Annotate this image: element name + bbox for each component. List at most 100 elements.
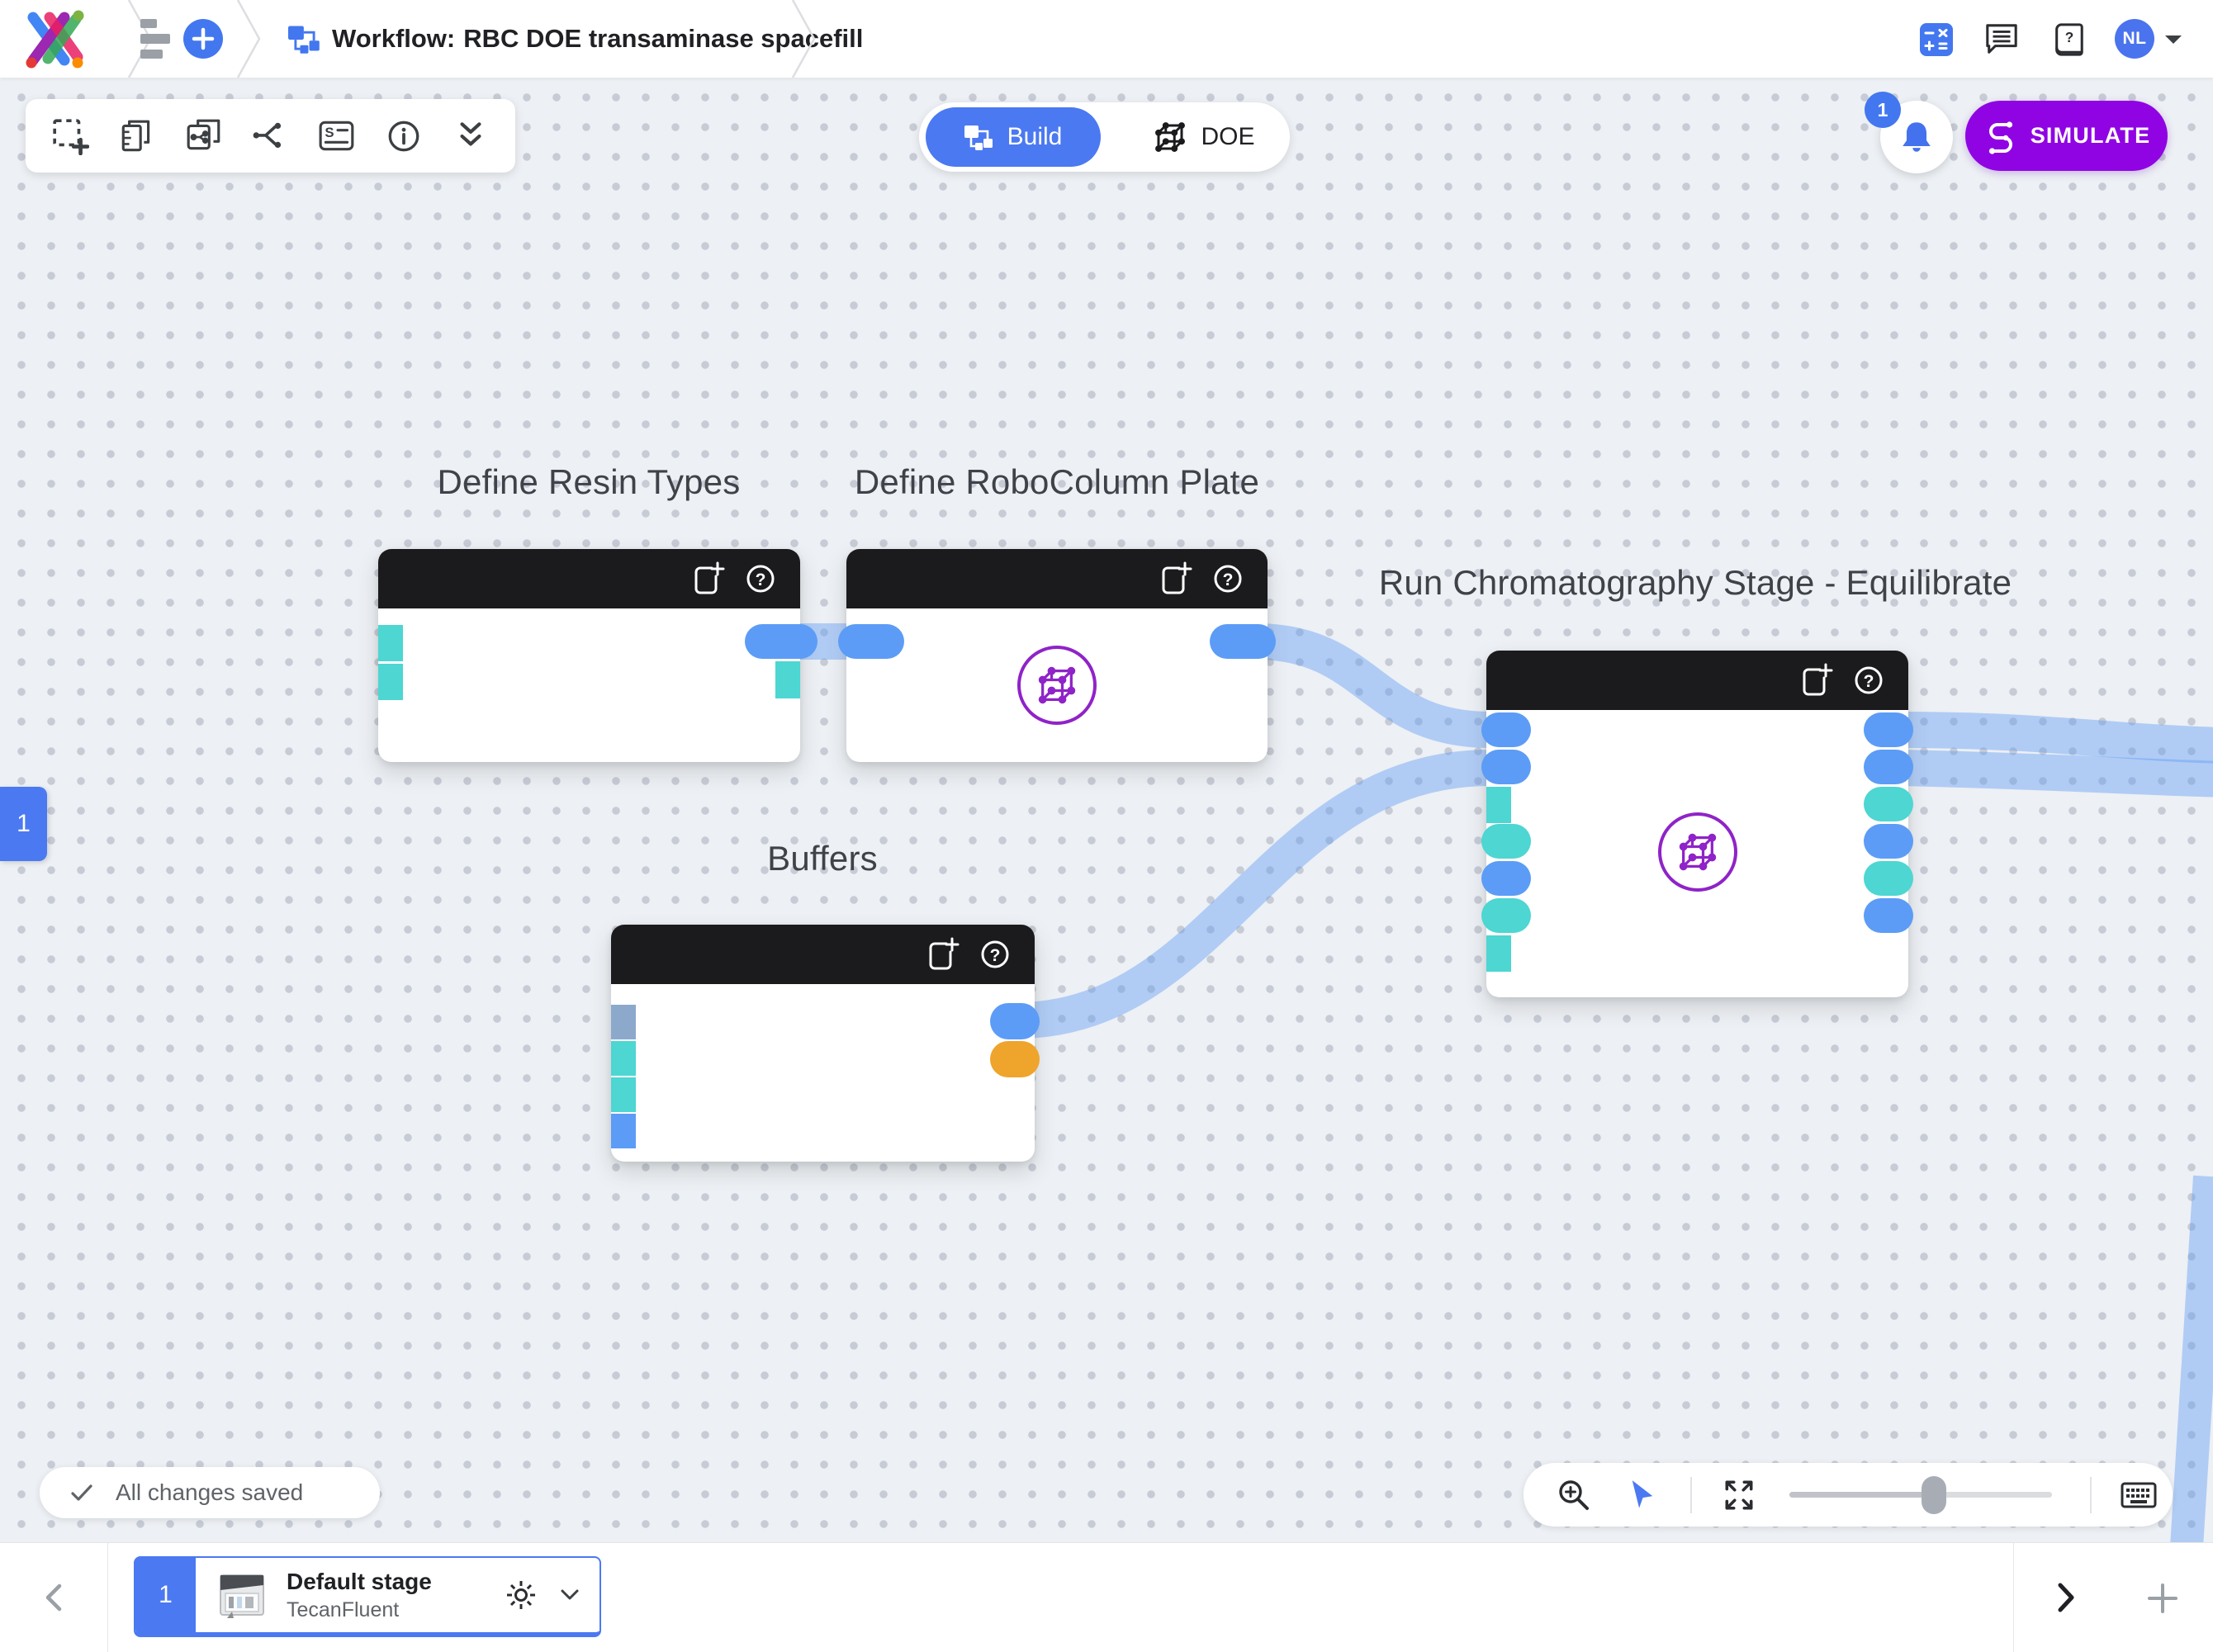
top-bar: Workflow:RBC DOE transaminase spacefill … [0, 0, 2213, 78]
connection-chromatography-out-1[interactable] [1898, 712, 2213, 764]
stage-prev-button[interactable] [43, 1583, 64, 1612]
port-teal-right[interactable] [775, 661, 800, 698]
help-book-icon[interactable]: ? [2051, 22, 2086, 57]
zoom-slider[interactable] [1789, 1475, 2052, 1514]
port-blue-left[interactable] [1481, 861, 1531, 896]
node-help-icon[interactable]: ? [977, 936, 1013, 973]
duplicate-node-icon[interactable] [1157, 561, 1193, 597]
port-blue-right[interactable] [1864, 750, 1913, 784]
canvas-page-tab[interactable]: 1 [0, 787, 47, 861]
port-blue-right[interactable] [1864, 898, 1913, 933]
breadcrumb-workflow-title[interactable]: Workflow:RBC DOE transaminase spacefill [332, 0, 863, 78]
node-header[interactable]: ? [846, 549, 1268, 608]
build-label: Build [1007, 123, 1063, 150]
node-help-icon[interactable]: ? [742, 561, 779, 597]
build-workflow-icon [964, 125, 993, 150]
node-help-icon[interactable]: ? [1210, 561, 1246, 597]
zoom-in-icon[interactable] [1557, 1478, 1591, 1512]
doe-design-icon[interactable] [1017, 646, 1097, 725]
connection-chromatography-out-2[interactable] [1898, 750, 2213, 798]
stage-expand-caret-icon[interactable] [560, 1588, 580, 1602]
port-blue-left[interactable] [1481, 750, 1531, 784]
port-blue-left[interactable] [1481, 712, 1531, 747]
doe-design-icon[interactable] [1657, 812, 1737, 892]
add-stage-button[interactable] [2145, 1581, 2180, 1616]
breadcrumb-separator [236, 0, 261, 78]
port-orange-right[interactable] [990, 1041, 1040, 1077]
connection-offscreen-down[interactable] [2170, 1175, 2213, 1549]
port-teal-right[interactable] [1864, 787, 1913, 821]
workflow-list-icon[interactable] [140, 17, 178, 60]
stage-number-badge: 1 [135, 1558, 196, 1632]
page-copy-icon[interactable] [118, 117, 156, 155]
new-workflow-button[interactable] [183, 19, 223, 59]
info-icon[interactable] [385, 117, 423, 155]
cursor-icon[interactable] [1628, 1479, 1657, 1511]
port-teal-right[interactable] [1864, 861, 1913, 896]
simulation-card-icon[interactable]: S [318, 117, 356, 155]
node-title-define-resin-types: Define Resin Types [437, 462, 741, 501]
port-teal-left[interactable] [1481, 898, 1531, 933]
svg-text:S: S [325, 125, 334, 140]
node-title-define-robocolumn-plate: Define RoboColumn Plate [854, 462, 1260, 501]
mode-toggle: Build DOE [919, 102, 1290, 172]
node-define-robocolumn-plate[interactable]: ? [838, 549, 1276, 762]
stage-next-button[interactable] [2054, 1581, 2078, 1614]
port-teal-left[interactable] [378, 625, 403, 661]
simulate-button[interactable]: SIMULATE [1965, 101, 2168, 171]
port-teal-left[interactable] [611, 1077, 636, 1112]
port-blue-left[interactable] [611, 1114, 636, 1148]
port-blue-right[interactable] [1864, 824, 1913, 859]
canvas-toolbar: S [26, 99, 515, 173]
duplicate-node-icon[interactable] [689, 561, 726, 597]
avatar[interactable]: NL [2115, 19, 2154, 59]
feedback-icon[interactable] [1984, 22, 2019, 57]
node-header[interactable]: ? [1486, 651, 1908, 710]
stage-name: Default stage [287, 1568, 432, 1594]
plus-icon [192, 27, 215, 50]
calculator-icon[interactable] [1920, 23, 1953, 56]
collapse-all-icon[interactable] [452, 117, 490, 155]
port-blue-left[interactable] [838, 624, 904, 659]
zoom-slider-thumb[interactable] [1921, 1475, 1946, 1514]
marquee-add-icon[interactable] [51, 117, 90, 155]
port-blue-right[interactable] [1210, 624, 1276, 659]
account-caret-icon[interactable] [2163, 34, 2183, 45]
port-blue-right[interactable] [1864, 712, 1913, 747]
connection-robocolumn-to-chromatography[interactable] [1237, 623, 1509, 748]
duplicate-workflow-icon[interactable] [185, 117, 223, 155]
node-help-icon[interactable]: ? [1850, 662, 1887, 698]
tab-build[interactable]: Build [926, 107, 1101, 167]
stage-card-default[interactable]: 1 Default stage TecanFluent [134, 1556, 601, 1637]
port-teal-left[interactable] [378, 664, 403, 700]
duplicate-node-icon[interactable] [1798, 662, 1834, 698]
port-teal-left[interactable] [611, 1041, 636, 1076]
port-blue-right[interactable] [990, 1003, 1040, 1039]
svg-text:?: ? [1864, 672, 1874, 691]
node-header[interactable]: ? [378, 549, 800, 608]
notifications-button[interactable]: 1 [1865, 92, 1953, 173]
save-status-label: All changes saved [116, 1479, 304, 1505]
port-grayblue-left[interactable] [611, 1005, 636, 1039]
keyboard-shortcuts-icon[interactable] [2120, 1479, 2158, 1512]
node-buffers[interactable]: ? [611, 925, 1040, 1162]
stage-bar: 1 Default stage TecanFluent [0, 1542, 2213, 1652]
app-logo[interactable] [21, 6, 88, 72]
doe-cube-icon [1155, 122, 1186, 152]
connection-buffers-to-chromatography[interactable] [1006, 750, 1509, 1039]
fit-view-icon[interactable] [1722, 1478, 1756, 1512]
node-define-resin-types[interactable]: ? [378, 549, 817, 762]
workflow-name: RBC DOE transaminase spacefill [463, 24, 864, 53]
branch-icon[interactable] [251, 117, 289, 155]
port-teal-left[interactable] [1481, 824, 1531, 859]
tab-doe[interactable]: DOE [1125, 107, 1282, 167]
port-teal-left[interactable] [1486, 787, 1511, 823]
port-blue-right[interactable] [745, 624, 817, 659]
duplicate-node-icon[interactable] [924, 936, 960, 973]
port-teal-left[interactable] [1486, 935, 1511, 972]
node-header[interactable]: ? [611, 925, 1035, 984]
stage-settings-gear-icon[interactable] [504, 1578, 538, 1612]
divider [1690, 1476, 1692, 1513]
node-title-run-chromatography: Run Chromatography Stage - Equilibrate [1378, 563, 2012, 602]
node-run-chromatography-equilibrate[interactable]: ? [1481, 651, 1913, 997]
